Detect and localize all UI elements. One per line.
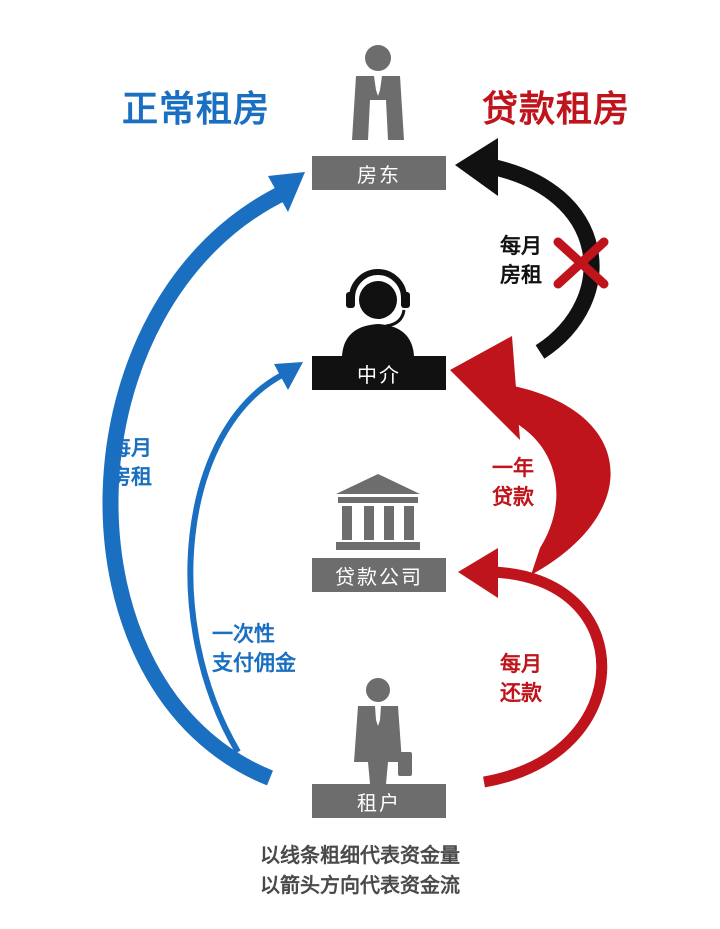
legend-caption: 以线条粗细代表资金量 以箭头方向代表资金流 — [0, 840, 720, 900]
title-normal-renting: 正常租房 — [122, 89, 271, 130]
headset-agent-icon — [342, 269, 414, 356]
title-loan-renting: 贷款租房 — [482, 89, 631, 130]
node-tenant: 租户 — [312, 784, 446, 818]
briefcase-person-icon — [354, 678, 412, 784]
node-loan-company: 贷款公司 — [312, 558, 446, 592]
businessman-icon — [352, 45, 404, 140]
cross-icon — [553, 237, 609, 289]
arrowhead-commission — [274, 362, 303, 390]
bank-building-icon — [336, 474, 420, 550]
caption-line-thickness: 以线条粗细代表资金量 — [260, 843, 460, 867]
arrow-commission — [187, 372, 284, 754]
arrow-normal-rent — [102, 184, 289, 786]
arrowhead-monthly-repay — [458, 548, 498, 598]
label-monthly-repayment: 每月 还款 — [500, 652, 542, 705]
label-monthly-rent-agent: 每月 房租 — [500, 234, 542, 287]
arrow-agent-rent — [486, 158, 600, 359]
label-one-time-commission: 一次性 支付佣金 — [212, 622, 296, 675]
arrowhead-one-year-loan — [450, 336, 520, 440]
label-one-year-loan: 一年 贷款 — [492, 456, 534, 509]
label-monthly-rent-normal: 每月 房租 — [110, 436, 152, 489]
node-agent: 中介 — [312, 356, 446, 390]
arrow-monthly-repay — [483, 566, 608, 788]
arrowhead-normal-rent — [268, 172, 305, 212]
caption-line-direction: 以箭头方向代表资金流 — [260, 873, 460, 897]
node-landlord: 房东 — [312, 156, 446, 190]
arrow-one-year-loan — [490, 382, 611, 575]
arrowhead-agent-rent — [455, 138, 498, 196]
